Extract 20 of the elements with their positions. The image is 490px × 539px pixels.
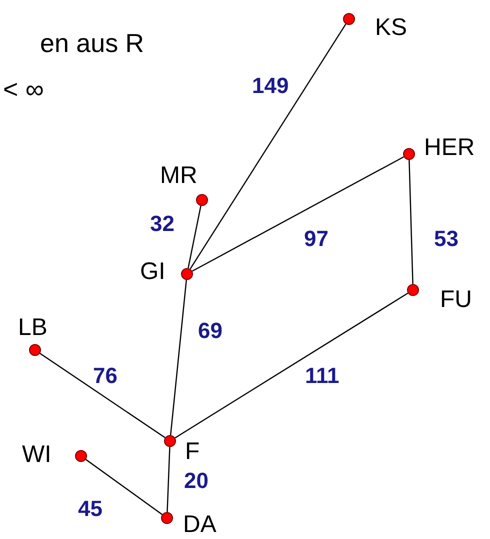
- node-label: DA: [183, 513, 216, 537]
- node-label: FU: [440, 288, 472, 312]
- connector-line: [40, 352, 166, 438]
- node-label: LB: [18, 316, 48, 340]
- connector-line: [408, 160, 414, 284]
- connector-line: [166, 446, 170, 512]
- node-label: HER: [424, 136, 475, 160]
- connector-line: [192, 156, 404, 272]
- connector-line: [190, 24, 346, 270]
- node-label: WI: [22, 443, 52, 467]
- node-label: MR: [160, 164, 198, 188]
- connector-line: [86, 459, 162, 515]
- node-label: GI: [140, 260, 166, 284]
- node-label: KS: [375, 16, 408, 40]
- text-label: < ∞: [3, 76, 44, 102]
- connector-line: [174, 292, 408, 438]
- connector-line: [188, 206, 202, 268]
- connector-line: [170, 280, 187, 436]
- node-label: F: [185, 440, 200, 464]
- text-label: en aus R: [40, 30, 144, 56]
